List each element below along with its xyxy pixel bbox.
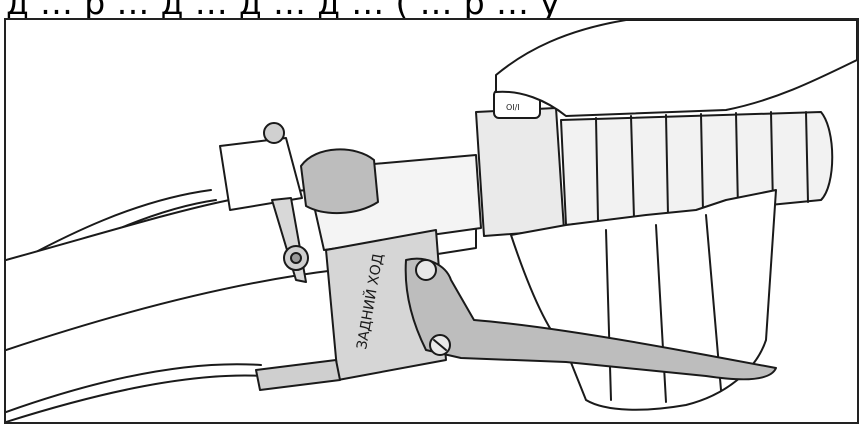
cable-lower-2 <box>6 374 265 422</box>
reverse-lever <box>404 257 777 381</box>
switch-housing <box>475 107 565 237</box>
grip <box>560 111 834 226</box>
caption-text: д ... р ... д ... д ... д ... ( ... р ..… <box>6 0 561 22</box>
caption-strip: д ... р ... д ... д ... д ... ( ... р ..… <box>0 0 863 22</box>
cable-lower <box>6 363 262 413</box>
cable-adjuster <box>255 359 341 391</box>
clamp-block <box>219 137 303 211</box>
clamp-screw-top <box>263 122 285 144</box>
handlebar-drawing: OI/I ЗАДНИЙ ХОД <box>6 20 857 422</box>
hand <box>495 20 857 117</box>
handlebar-illustration: OI/I ЗАДНИЙ ХОД <box>4 18 859 424</box>
throttle-knob <box>300 148 379 215</box>
lever-pivot <box>415 259 437 281</box>
switch-label: OI/I <box>506 103 520 112</box>
